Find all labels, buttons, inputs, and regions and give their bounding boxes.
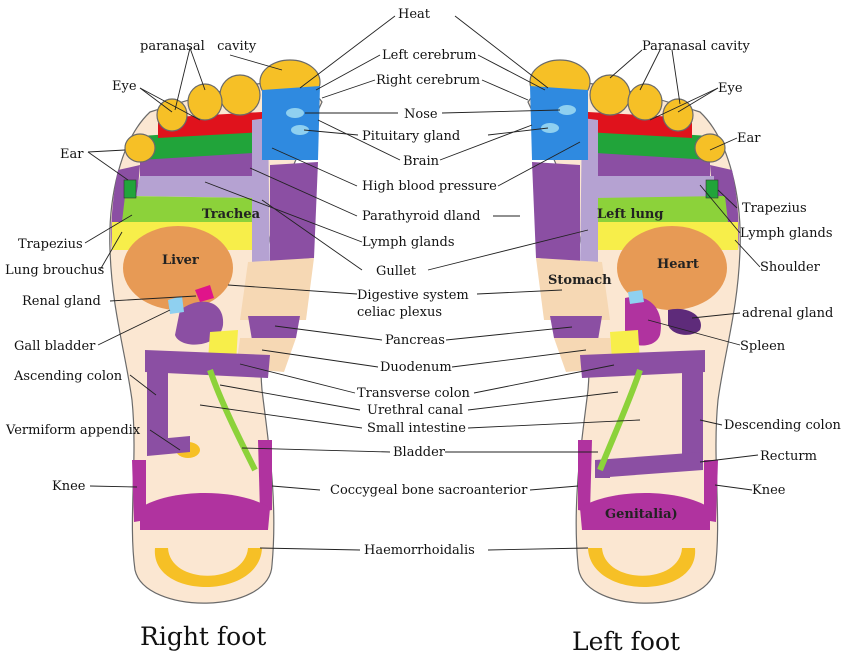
leader-lines <box>84 15 761 551</box>
right-renal-gland <box>195 285 214 302</box>
label-high-blood-pressure: High blood pressure <box>362 179 497 194</box>
label-ear-right: Ear <box>60 147 84 162</box>
right-toe-3 <box>187 83 223 121</box>
label-genitalia: Genitalia) <box>605 507 678 522</box>
label-liver: Liver <box>162 253 199 268</box>
label-urethral-canal: Urethral canal <box>367 403 463 418</box>
left-heel-arc <box>588 548 696 587</box>
left-transverse-colon <box>580 350 705 378</box>
label-ear-left: Ear <box>737 131 761 146</box>
left-toe-5 <box>694 133 726 163</box>
right-digestive-zone <box>240 258 314 320</box>
right-knee-zone-2 <box>258 440 272 512</box>
left-nose-spot-1 <box>558 105 576 115</box>
right-toe-5 <box>124 133 156 163</box>
labels: Heat paranasal cavity Left cerebrum Righ… <box>5 7 842 558</box>
label-digestive-system: Digestive system <box>357 288 469 303</box>
label-left-lung: Left lung <box>597 207 663 222</box>
label-gullet: Gullet <box>376 264 417 279</box>
label-stomach: Stomach <box>548 273 612 288</box>
left-light-purple-band <box>592 176 714 198</box>
label-haemorrhoidalis: Haemorrhoidalis <box>364 543 475 558</box>
left-toe-3 <box>627 83 663 121</box>
left-adrenal-gland <box>628 290 644 304</box>
label-transverse-colon: Transverse colon <box>357 386 471 401</box>
left-lime-band <box>594 196 728 222</box>
left-pancreas-zone <box>550 316 602 340</box>
right-genitalia-band <box>140 493 270 530</box>
label-ascending-colon: Ascending colon <box>13 369 123 384</box>
left-brain-column <box>532 162 580 262</box>
label-recturm: Recturm <box>760 449 817 464</box>
left-heart-organ <box>617 226 727 310</box>
label-eye-left: Eye <box>718 81 743 96</box>
right-foot <box>109 59 323 604</box>
right-ureter-green <box>207 369 258 472</box>
right-ear-marker <box>123 179 137 199</box>
left-rectum <box>595 452 703 478</box>
label-paranasal-cavity-right: paranasal cavity <box>140 39 257 54</box>
left-toe-4 <box>662 98 694 132</box>
left-spleen-organ <box>668 308 701 335</box>
right-colon-bottom <box>147 436 190 456</box>
right-heel-arc <box>154 548 262 587</box>
left-stomach-zone <box>536 258 610 320</box>
right-pancreas-zone <box>248 316 300 340</box>
label-parathyroid-gland: Parathyroid dland <box>362 209 480 224</box>
label-celiac-plexus: celiac plexus <box>357 305 442 320</box>
label-brain: Brain <box>403 154 440 169</box>
label-left-cerebrum: Left cerebrum <box>382 48 477 63</box>
left-big-toe-blue <box>530 86 588 160</box>
label-vermiform-appendix: Vermiform appendix <box>5 423 141 438</box>
right-light-purple-band <box>136 176 258 198</box>
left-knee-zone-2 <box>578 440 592 512</box>
label-spleen: Spleen <box>740 339 786 354</box>
label-trachea: Trachea <box>202 207 261 222</box>
label-knee-left: Knee <box>752 483 786 498</box>
left-genitalia-band <box>580 493 710 530</box>
label-trapezius-left: Trapezius <box>742 201 807 216</box>
title-left-foot: Left foot <box>572 627 680 656</box>
label-shoulder: Shoulder <box>760 260 821 275</box>
label-knee-right: Knee <box>52 479 86 494</box>
label-coccygeal: Coccygeal bone sacroanterior <box>330 483 528 498</box>
label-right-cerebrum: Right cerebrum <box>376 73 480 88</box>
right-nose-spot-1 <box>286 108 304 118</box>
label-pituitary-gland: Pituitary gland <box>362 129 460 144</box>
label-lung-bronchus: Lung brouchus <box>5 263 104 278</box>
right-gall-bladder <box>168 296 184 314</box>
left-toe-2 <box>589 74 631 116</box>
right-lime-band <box>122 196 256 222</box>
label-adrenal-gland: adrenal gland <box>742 306 833 321</box>
left-ureter-green <box>597 369 643 472</box>
right-transverse-colon <box>145 350 270 378</box>
label-lymph-glands-center: Lymph glands <box>362 235 455 250</box>
title-right-foot: Right foot <box>140 622 266 651</box>
left-nose-spot-2 <box>541 123 559 133</box>
left-ear-marker <box>705 179 719 199</box>
right-nose-spot-2 <box>291 125 309 135</box>
label-trapezius-right: Trapezius <box>18 237 83 252</box>
right-big-toe-blue <box>262 86 320 160</box>
label-nose: Nose <box>404 107 438 122</box>
left-foot <box>527 59 741 604</box>
right-brain-column <box>270 162 318 262</box>
label-heat: Heat <box>398 7 431 22</box>
label-paranasal-cavity-left: Paranasal cavity <box>642 39 750 54</box>
label-descending-colon: Descending colon <box>724 418 842 433</box>
label-pancreas: Pancreas <box>385 333 445 348</box>
label-small-intestine: Small intestine <box>367 421 466 436</box>
right-toe-4 <box>156 98 188 132</box>
left-descending-colon <box>682 368 703 458</box>
label-gall-bladder: Gall bladder <box>14 339 96 354</box>
label-heart: Heart <box>657 257 699 272</box>
label-lymph-glands-left: Lymph glands <box>740 226 833 241</box>
label-eye-right: Eye <box>112 79 137 94</box>
label-renal-gland: Renal gland <box>22 294 101 309</box>
label-bladder: Bladder <box>393 445 446 460</box>
label-duodenum: Duodenum <box>380 360 452 375</box>
right-toe-2 <box>219 74 261 116</box>
